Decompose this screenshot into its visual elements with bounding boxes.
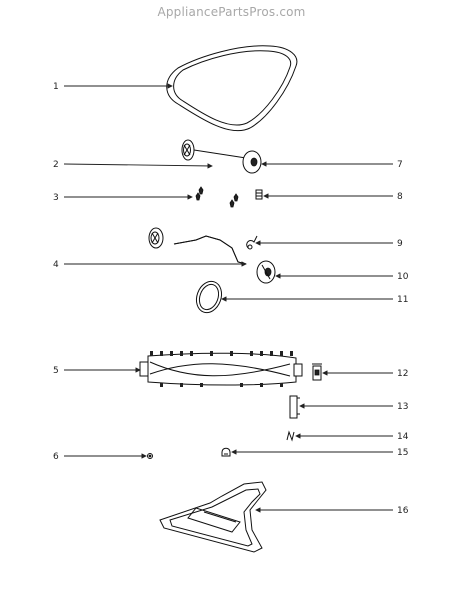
callout-4: 4: [53, 260, 59, 270]
watermark: AppliancePartsPros.com: [157, 5, 306, 19]
part-4-axle-rod[interactable]: [148, 227, 247, 265]
part-13-bracket[interactable]: [289, 395, 300, 419]
callout-12: 12: [397, 369, 408, 379]
part-14-clip[interactable]: [286, 430, 295, 442]
callout-9: 9: [397, 239, 403, 249]
part-6-screw[interactable]: [147, 453, 153, 459]
part-8-bracket[interactable]: [255, 189, 263, 200]
callout-14: 14: [397, 432, 409, 442]
part-11-belt[interactable]: [192, 278, 225, 316]
part-1-gasket[interactable]: [166, 45, 298, 132]
leader-lines: [63, 83, 393, 513]
callout-16: 16: [397, 506, 409, 516]
callout-6: 6: [53, 452, 59, 462]
callout-1: 1: [53, 82, 59, 92]
brush-bristles: [150, 351, 293, 387]
part-15-fitting[interactable]: [221, 447, 231, 457]
callout-3: 3: [53, 193, 59, 203]
callout-10: 10: [397, 272, 409, 282]
part-16-base-plate[interactable]: [159, 481, 267, 553]
callout-5: 5: [53, 366, 59, 376]
callout-11: 11: [397, 295, 408, 305]
part-5-brushroll[interactable]: [139, 351, 303, 387]
part-12-end-cap[interactable]: [312, 363, 322, 381]
part-7-wheel[interactable]: [242, 150, 262, 174]
part-2-axle-wheel[interactable]: [181, 139, 247, 161]
callout-numbers: 1 2 3 4 5 6 7 8 9 10 11 12 13 14 15 16: [53, 82, 409, 516]
part-10-wheel[interactable]: [256, 260, 276, 284]
callout-8: 8: [397, 192, 403, 202]
part-9-clip[interactable]: [246, 235, 258, 250]
part-3-screws[interactable]: [195, 186, 239, 208]
callout-7: 7: [397, 160, 403, 170]
callout-2: 2: [53, 160, 59, 170]
callout-15: 15: [397, 448, 408, 458]
callout-13: 13: [397, 402, 408, 412]
